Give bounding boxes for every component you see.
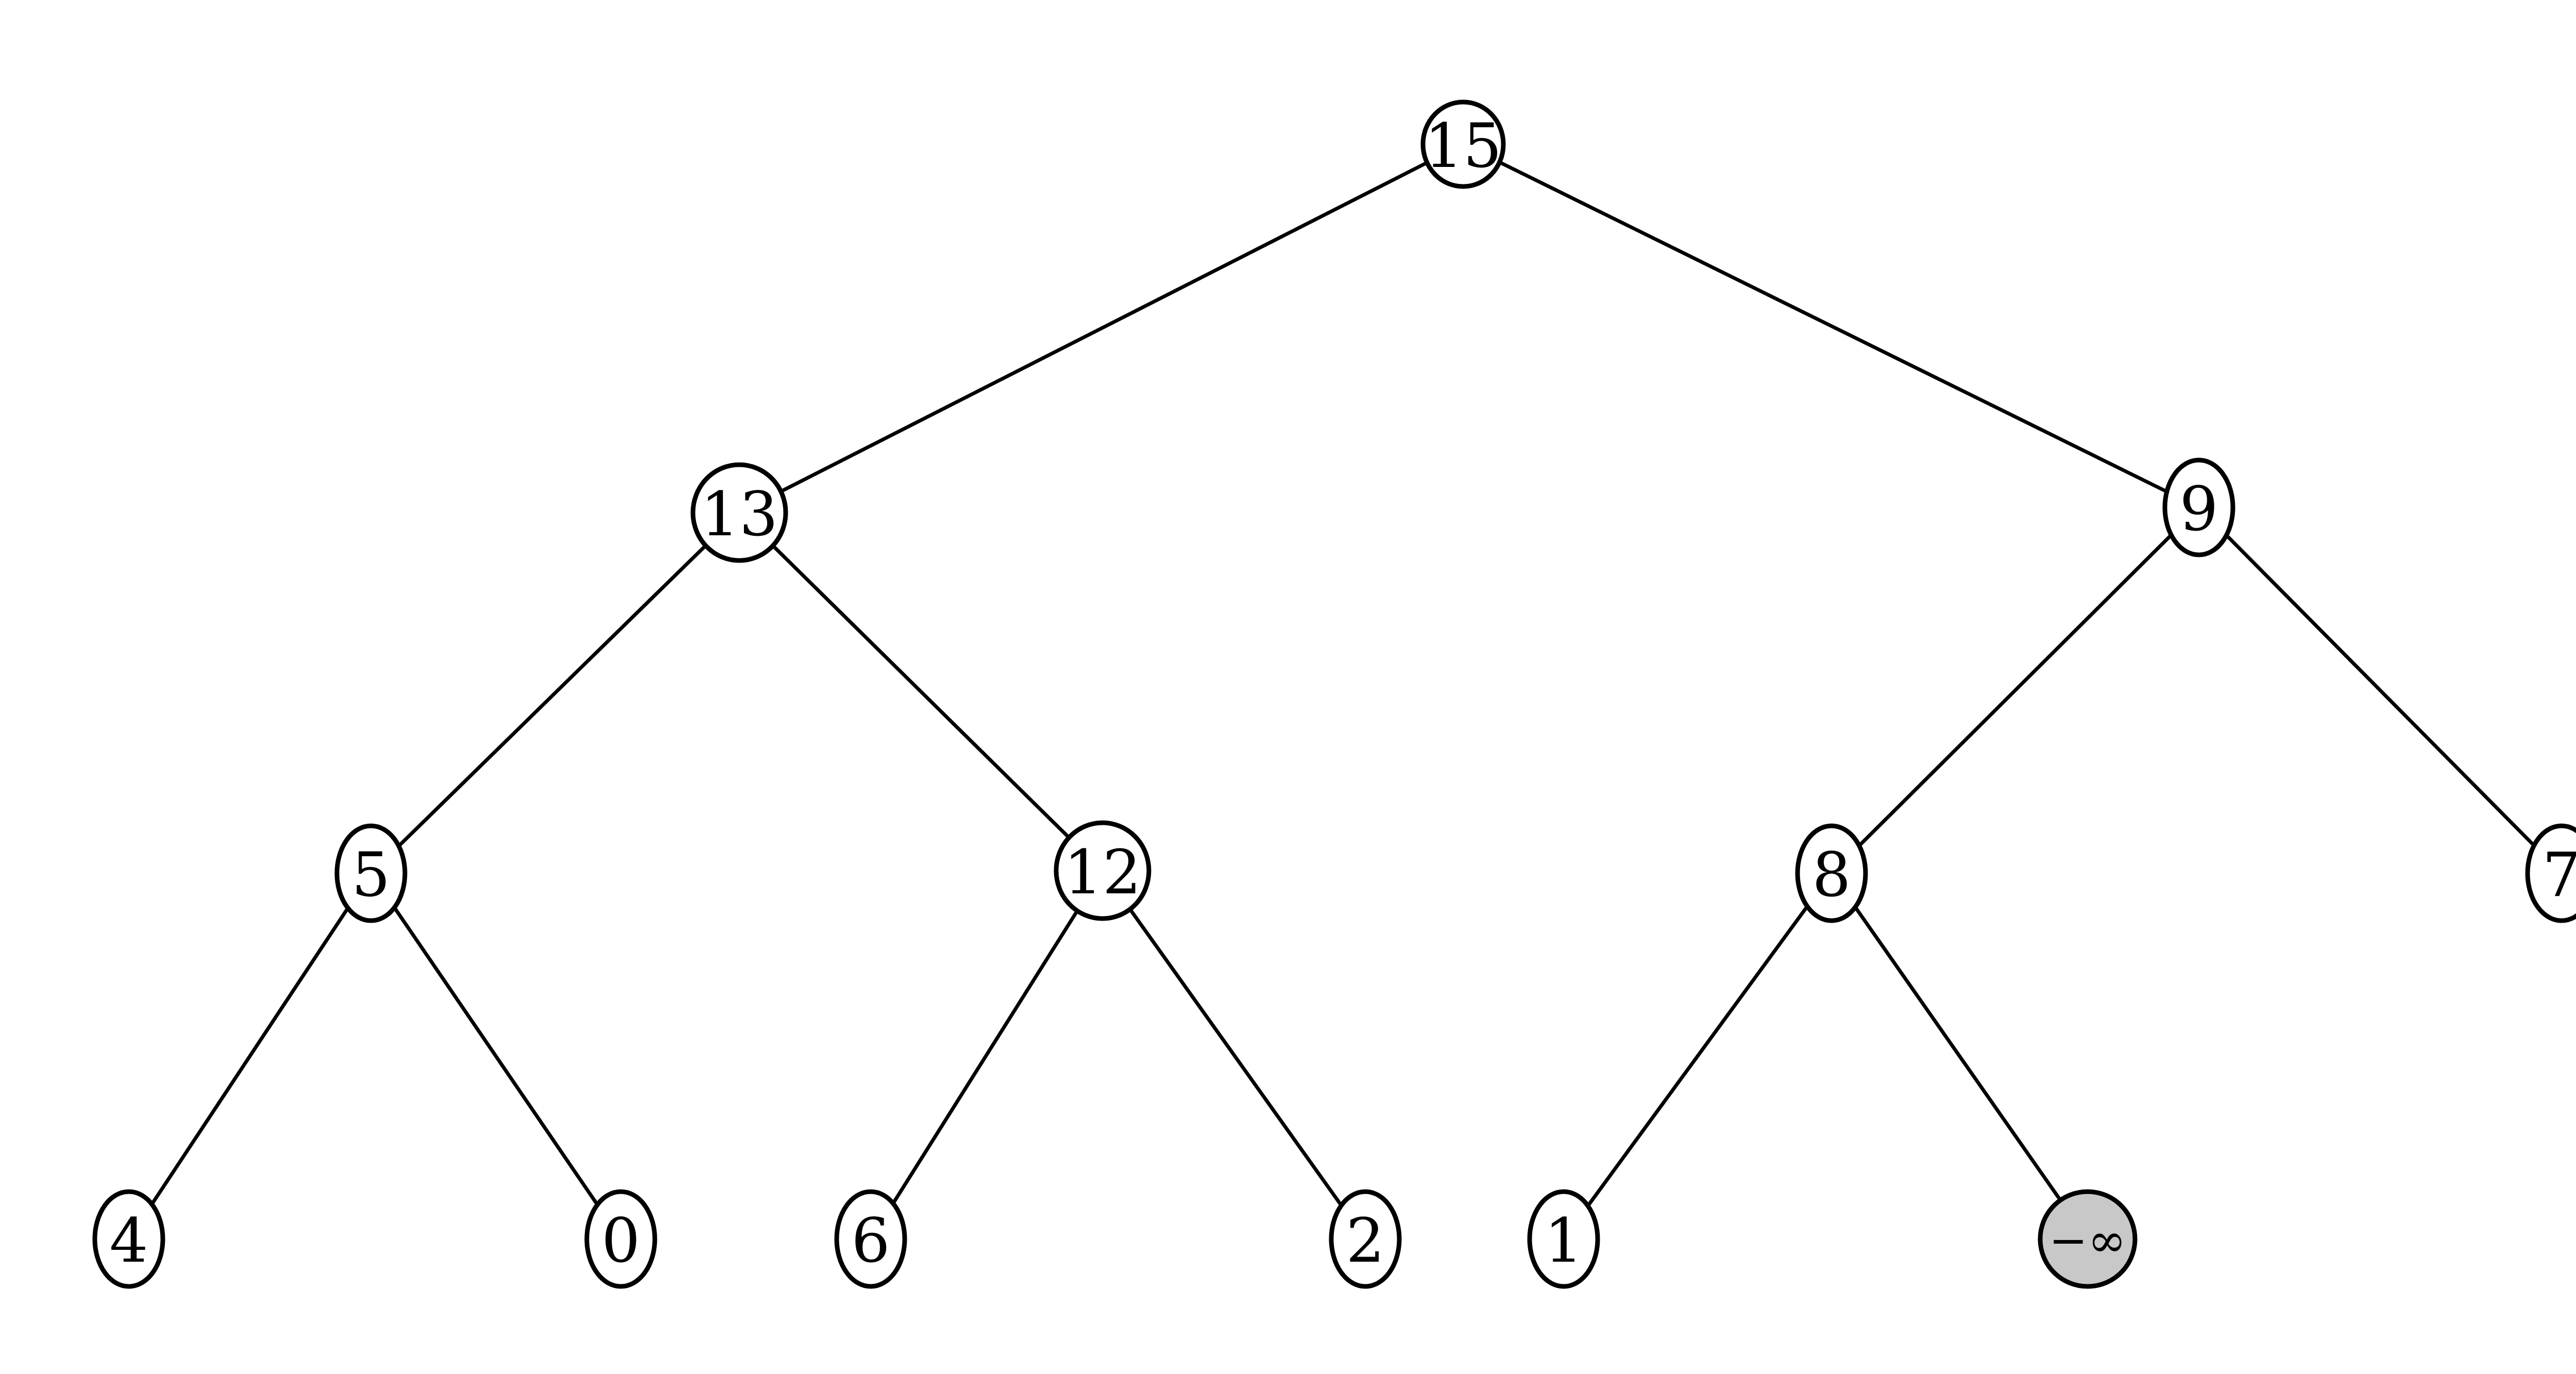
node-label: −∞ <box>2049 1214 2126 1268</box>
node-label: 8 <box>1812 839 1851 910</box>
node-circle <box>1329 1189 1402 1289</box>
tree-edge-5-to-0 <box>393 906 599 1207</box>
tree-edge-13-to-5 <box>397 544 708 848</box>
node-label: 9 <box>2179 473 2218 545</box>
tree-node-6[interactable]: 6 <box>834 1189 907 1289</box>
node-circle <box>2162 457 2235 557</box>
node-circle <box>334 823 408 923</box>
tree-node-5[interactable]: 5 <box>334 823 408 923</box>
node-label: 12 <box>1064 837 1141 908</box>
edges-layer <box>150 160 2536 1208</box>
node-circle <box>584 1189 657 1289</box>
tree-node-15[interactable]: 15 <box>1420 99 1506 189</box>
tree-edge-12-to-6 <box>891 909 1079 1206</box>
node-label: 7 <box>2542 839 2576 910</box>
node-circle <box>1527 1189 1600 1289</box>
tree-edge-5-to-4 <box>150 906 350 1206</box>
node-label: 15 <box>1425 110 1502 181</box>
tree-edge-9-to-8 <box>1857 533 2173 848</box>
node-circle <box>2525 823 2576 923</box>
node-label: 5 <box>351 839 390 910</box>
tree-edge-9-to-7 <box>2224 533 2536 847</box>
node-circle <box>690 462 788 563</box>
tree-edge-12-to-2 <box>1128 907 1343 1208</box>
tree-node-neg-infinity[interactable]: −∞ <box>2038 1189 2138 1289</box>
tree-edge-8-to- <box>1853 905 2062 1202</box>
tree-edge-15-to-13 <box>779 161 1429 494</box>
node-circle <box>2038 1189 2138 1289</box>
node-label: 4 <box>109 1205 148 1276</box>
node-circle <box>1795 823 1868 923</box>
tree-edge-8-to-1 <box>1586 904 1809 1208</box>
tree-node-12[interactable]: 12 <box>1054 820 1151 921</box>
node-label: 13 <box>701 479 778 550</box>
tree-node-1[interactable]: 1 <box>1527 1189 1600 1289</box>
tree-node-7[interactable]: 7 <box>2525 823 2576 923</box>
node-circle <box>92 1189 165 1289</box>
tree-node-9[interactable]: 9 <box>2162 457 2235 557</box>
tree-node-0[interactable]: 0 <box>584 1189 657 1289</box>
nodes-layer: 15 13 9 5 12 8 7 4 0 6 2 1 −∞ <box>92 99 2576 1289</box>
node-circle <box>1054 820 1151 921</box>
node-circle <box>1420 99 1506 189</box>
node-label: 0 <box>601 1205 640 1276</box>
tree-edge-15-to-9 <box>1498 160 2169 494</box>
tree-node-4[interactable]: 4 <box>92 1189 165 1289</box>
tree-node-8[interactable]: 8 <box>1795 823 1868 923</box>
tree-node-13[interactable]: 13 <box>690 462 788 563</box>
node-label: 1 <box>1544 1205 1583 1276</box>
node-circle <box>834 1189 907 1289</box>
tree-node-2[interactable]: 2 <box>1329 1189 1402 1289</box>
tree-edge-13-to-12 <box>771 544 1071 840</box>
node-label: 6 <box>851 1205 890 1276</box>
node-label: 2 <box>1346 1205 1384 1276</box>
